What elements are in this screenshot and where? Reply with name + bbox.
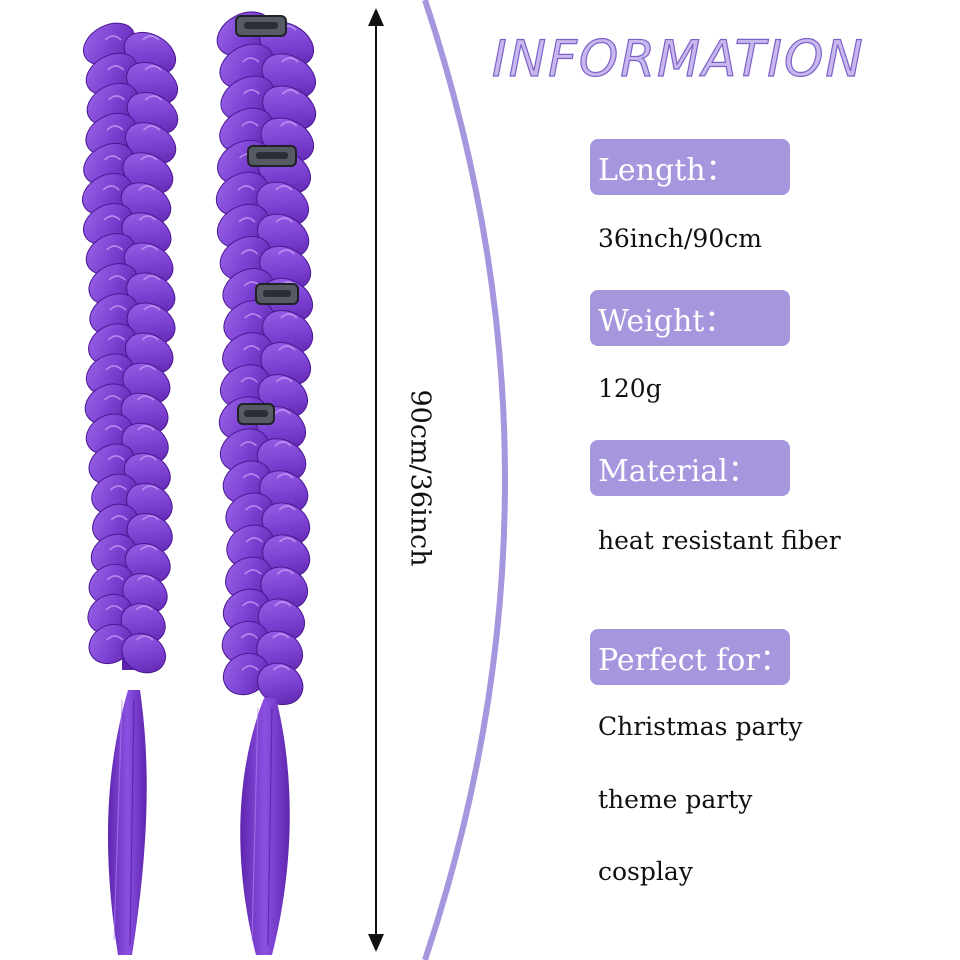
- length-measurement: 90cm/36inch: [404, 389, 436, 567]
- hair-clip: [255, 283, 299, 305]
- hair-clip: [247, 145, 297, 167]
- label-weight-text: Weight：: [598, 304, 735, 339]
- value-length: 36inch/90cm: [598, 224, 762, 253]
- label-length: Length：: [590, 139, 790, 195]
- braid-left: [82, 22, 179, 674]
- label-perfect-for: Perfect for：: [590, 629, 790, 685]
- label-length-text: Length：: [598, 153, 736, 188]
- value-material: heat resistant fiber: [598, 526, 841, 555]
- label-material: Material：: [590, 440, 790, 496]
- use-item: Christmas party: [598, 712, 803, 741]
- label-weight: Weight：: [590, 290, 790, 346]
- page-title: INFORMATION: [491, 29, 865, 88]
- label-perfect-for-text: Perfect for：: [598, 643, 790, 678]
- braid-left-tail: [107, 690, 147, 955]
- value-weight: 120g: [598, 374, 662, 403]
- hair-clip: [235, 15, 287, 37]
- length-arrow: [368, 8, 384, 952]
- braid-right-tail: [240, 698, 290, 955]
- use-item: cosplay: [598, 857, 693, 886]
- braid-right: [215, 11, 317, 706]
- use-item: theme party: [598, 785, 753, 814]
- label-material-text: Material：: [598, 454, 758, 489]
- hair-clip: [237, 403, 275, 425]
